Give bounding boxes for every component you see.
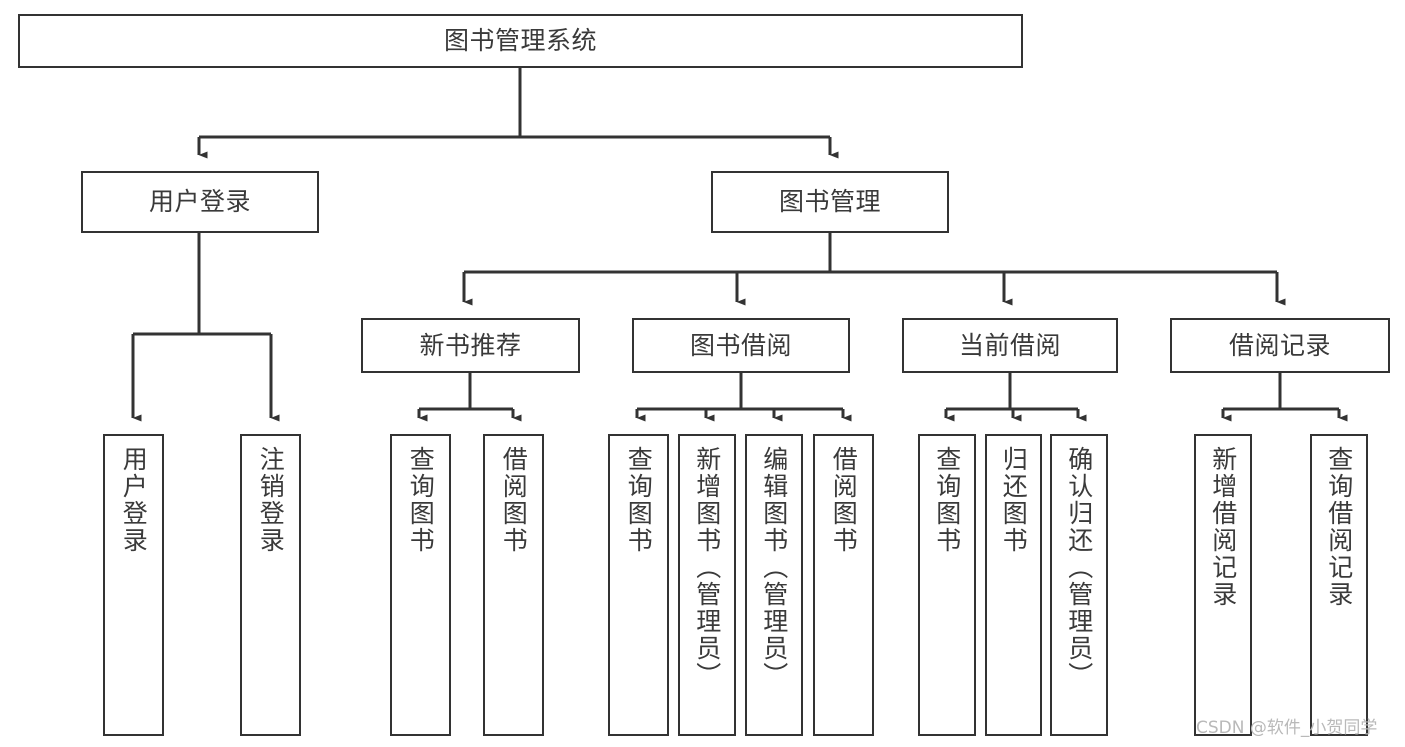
node-current[interactable]: 当前借阅: [902, 318, 1118, 373]
node-label: 图书借阅: [689, 330, 792, 360]
node-leaf-10[interactable]: 归还图书: [985, 434, 1042, 736]
node-label: 新书推荐: [419, 330, 522, 360]
node-borrow[interactable]: 图书借阅: [632, 318, 850, 373]
node-new-rec[interactable]: 新书推荐: [361, 318, 580, 373]
node-leaf-11[interactable]: 确认归还（管理员）: [1050, 434, 1108, 736]
node-label: 注销登录: [256, 446, 286, 554]
node-label: 借阅图书: [829, 446, 859, 554]
node-leaf-5[interactable]: 查询图书: [608, 434, 669, 736]
node-root[interactable]: 图书管理系统: [18, 14, 1023, 68]
node-label: 图书管理系统: [443, 26, 597, 56]
node-label: 新增图书（管理员）: [692, 446, 722, 689]
node-leaf-1[interactable]: 用户登录: [103, 434, 164, 736]
node-leaf-9[interactable]: 查询图书: [918, 434, 976, 736]
node-leaf-8[interactable]: 借阅图书: [813, 434, 874, 736]
node-leaf-13[interactable]: 查询借阅记录: [1310, 434, 1368, 736]
node-label: 当前借阅: [958, 330, 1061, 360]
node-leaf-3[interactable]: 查询图书: [390, 434, 451, 736]
node-records[interactable]: 借阅记录: [1170, 318, 1390, 373]
node-label: 用户登录: [119, 446, 149, 554]
node-label: 查询借阅记录: [1324, 446, 1354, 608]
node-label: 查询图书: [932, 446, 962, 554]
node-label: 编辑图书（管理员）: [759, 446, 789, 689]
node-label: 新增借阅记录: [1208, 446, 1238, 608]
node-leaf-12[interactable]: 新增借阅记录: [1194, 434, 1252, 736]
node-label: 借阅图书: [499, 446, 529, 554]
node-label: 查询图书: [624, 446, 654, 554]
node-label: 借阅记录: [1228, 330, 1331, 360]
node-label: 图书管理: [778, 187, 881, 217]
node-leaf-7[interactable]: 编辑图书（管理员）: [745, 434, 803, 736]
node-user-login[interactable]: 用户登录: [81, 171, 319, 233]
node-label: 用户登录: [148, 187, 251, 217]
node-label: 归还图书: [999, 446, 1029, 554]
node-label: 查询图书: [406, 446, 436, 554]
csdn-watermark: CSDN @软件_小贺同学: [1196, 718, 1378, 738]
node-book-mgmt[interactable]: 图书管理: [711, 171, 949, 233]
node-label: 确认归还（管理员）: [1064, 446, 1094, 689]
node-leaf-2[interactable]: 注销登录: [240, 434, 301, 736]
node-leaf-4[interactable]: 借阅图书: [483, 434, 544, 736]
node-leaf-6[interactable]: 新增图书（管理员）: [678, 434, 736, 736]
